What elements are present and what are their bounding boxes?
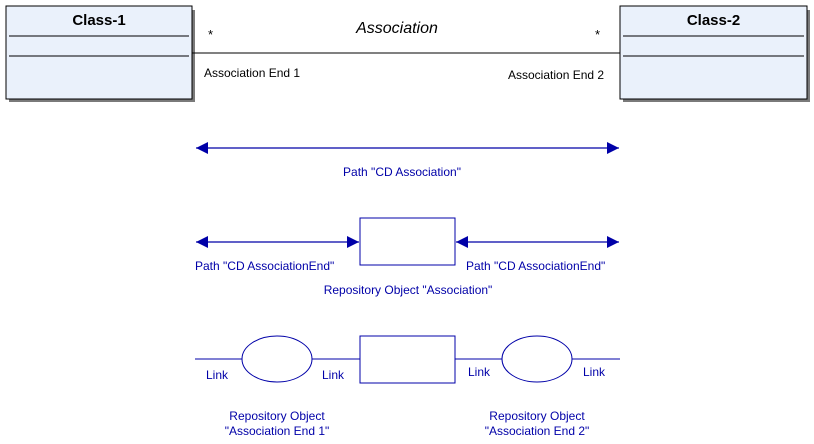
association-end-2-object-label-line-2: "Association End 2" xyxy=(484,424,590,438)
link-label-1: Link xyxy=(206,368,229,382)
class-2-box[interactable] xyxy=(619,5,810,102)
association-object-box-2[interactable] xyxy=(359,335,456,384)
link-label-3: Link xyxy=(468,365,491,379)
class-1-box[interactable] xyxy=(5,5,195,102)
association-end-2-object[interactable] xyxy=(501,335,573,383)
cd-association-end-right-label: Path "CD AssociationEnd" xyxy=(466,259,606,273)
link-label-4: Link xyxy=(583,365,606,379)
class-2-name: Class-2 xyxy=(686,12,741,29)
class-1-name: Class-1 xyxy=(72,12,126,29)
association-end-1-label: Association End 1 xyxy=(204,66,301,80)
association-object-box[interactable] xyxy=(359,217,456,266)
association-end-1-object[interactable] xyxy=(241,335,313,383)
multiplicity-end-1: * xyxy=(208,27,214,42)
cd-association-path-label: Path "CD Association" xyxy=(343,165,461,179)
association-end-2-object-label: Repository Object "Association End 2" xyxy=(485,409,590,439)
association-end-2-object-label-line-1: Repository Object xyxy=(489,409,585,423)
association-end-1-object-label-line-1: Repository Object xyxy=(229,409,325,423)
association-end-2-label: Association End 2 xyxy=(508,68,605,82)
cd-association-end-left-label: Path "CD AssociationEnd" xyxy=(195,259,335,273)
association-name: Association xyxy=(356,20,438,37)
link-label-2: Link xyxy=(322,368,345,382)
link-row xyxy=(195,335,620,384)
association-object-label: Repository Object "Association" xyxy=(323,283,493,297)
association-end-1-object-label: Repository Object "Association End 1" xyxy=(225,409,330,439)
association-end-1-object-label-line-2: "Association End 1" xyxy=(224,424,330,438)
multiplicity-end-2: * xyxy=(595,27,601,42)
